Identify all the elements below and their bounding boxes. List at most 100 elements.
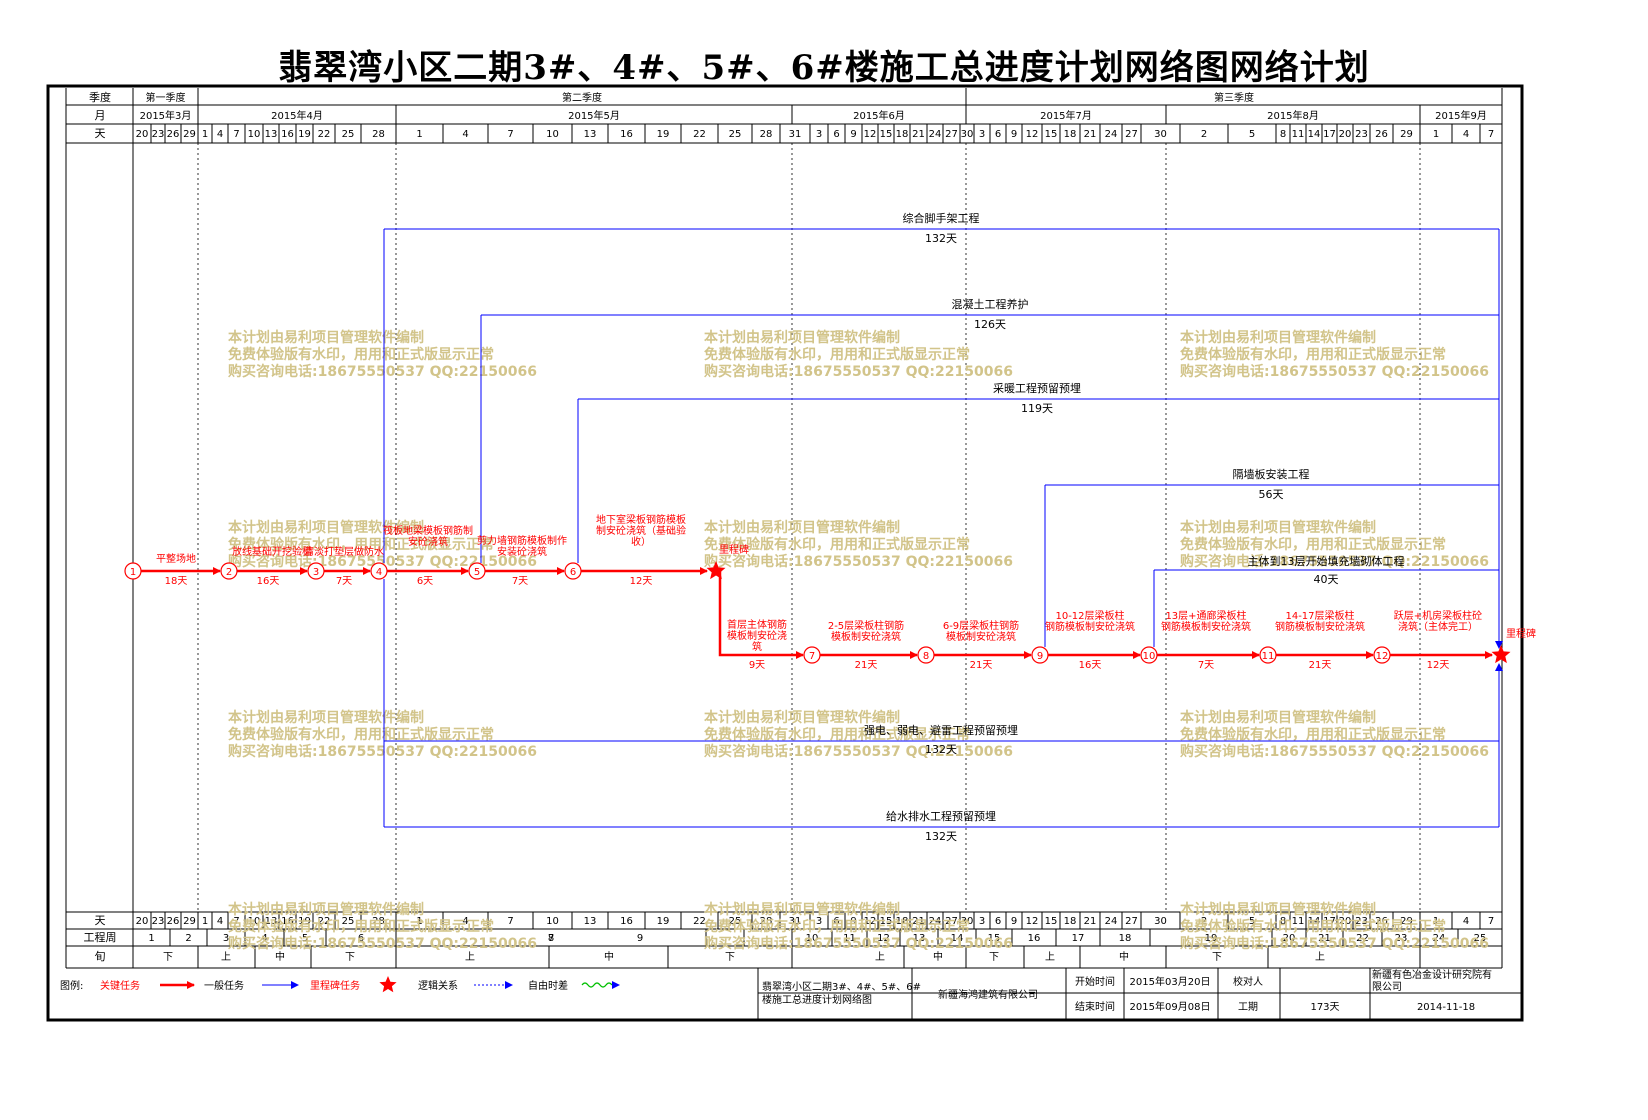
day-label: 22 [318,129,331,140]
watermark-text: 本计划由易利项目管理软件编制 [228,329,424,346]
day-label: 10 [248,916,261,927]
day-label: 21 [912,916,925,927]
week-label: 4 [261,933,267,944]
task-duration: 21天 [855,660,878,671]
info-label: 工期 [1238,1001,1258,1013]
day-label: 3 [816,916,822,927]
day-label: 12 [864,916,877,927]
task-duration: 12天 [630,576,653,587]
watermark-text: 本计划由易利项目管理软件编制 [228,901,424,918]
month-label: 2015年4月 [271,109,323,122]
task-duration: 16天 [257,576,280,587]
week-label: 8 [548,933,554,944]
week-label: 21 [1318,933,1331,944]
day-label: 5 [1249,129,1255,140]
info-label: 校对人 [1233,975,1263,988]
day-label: 4 [462,129,468,140]
outer-frame [46,84,1524,1022]
week-label: 25 [1474,933,1487,944]
day-label: 16 [281,916,294,927]
milestone-label: 里程碑 [719,543,749,556]
milestone-label: 里程碑 [1506,627,1536,640]
week-label: 24 [1433,933,1446,944]
day-label: 5 [1249,916,1255,927]
xun-label: 上 [1045,951,1055,963]
legend-float-line [581,982,613,988]
day-label: 28 [760,129,773,140]
day-label: 2 [1201,916,1207,927]
watermark-text: 购买咨询电话:18675550537 QQ:22150066 [704,553,1013,570]
info-date: 2014-11-18 [1417,1002,1475,1013]
xun-label: 中 [604,950,614,963]
info-label: 结束时间 [1075,1000,1115,1013]
day-label: 27 [1125,916,1138,927]
task-name: 安装砼浇筑 [497,545,547,558]
day-label: 6 [995,129,1001,140]
week-label: 23 [1395,933,1408,944]
day-label: 23 [152,916,165,927]
week-label: 14 [951,933,964,944]
legend-item: 里程碑任务 [310,979,360,992]
node-number: 9 [1037,651,1043,662]
day-label: 1 [1433,916,1439,927]
task-name: 跃层+机房梁板柱砼 [1394,609,1482,622]
day-label: 4 [217,916,223,927]
day-label: 9 [850,129,856,140]
task-name: 钢筋模板制安砼浇筑 [1275,620,1365,633]
task-name: 放线基础开挖验槽 [232,545,312,558]
info-value: 2015年03月20日 [1130,975,1211,988]
day-label: 3 [979,129,985,140]
info-project: 楼施工总进度计划网络图 [762,993,872,1006]
event-node [1373,646,1391,664]
task-duration: 7天 [336,576,352,587]
watermark-text: 免费体验版有水印，用用和正式版显示正常 [228,918,494,935]
day-label: 24 [929,129,942,140]
xun-label: 中 [275,950,285,963]
month-label: 2015年6月 [853,109,905,122]
day-label: 9 [1011,129,1017,140]
node-number: 5 [474,567,480,578]
day-label: 4 [217,129,223,140]
day-label: 20 [1339,129,1352,140]
legend-item: 一般任务 [204,979,244,992]
node-number: 10 [1143,651,1156,662]
node-number: 11 [1262,651,1275,662]
task-name: 强电、弱电、避雷工程预留预埋 [864,723,1018,737]
watermark-text: 购买咨询电话:18675550537 QQ:22150066 [704,935,1013,952]
xun-label: 上 [465,951,475,963]
task-name: 模板制安砼浇筑 [831,630,901,643]
day-label: 9 [1011,916,1017,927]
day-label: 26 [1375,916,1388,927]
day-label: 13 [265,916,278,927]
info-institute: 限公司 [1372,981,1402,993]
task-name: 隔墙板安装工程 [1233,467,1310,481]
task-duration: 6天 [417,576,433,587]
milestone-star [706,561,726,580]
day-label: 27 [945,916,958,927]
watermark-text: 本计划由易利项目管理软件编制 [1180,519,1376,536]
day-label: 7 [233,916,239,927]
day-label: 27 [945,129,958,140]
week-label: 17 [1072,933,1085,944]
info-value: 173天 [1310,1002,1339,1013]
day-label: 18 [896,129,909,140]
week-label: 1 [148,933,154,944]
day-label: 11 [1292,129,1305,140]
day-label: 10 [546,129,559,140]
node-number: 6 [570,567,576,578]
day-label: 19 [657,916,670,927]
day-label: 8 [1280,129,1286,140]
day-label: 1 [202,916,208,927]
task-name: 清淡打垫层做防水 [304,545,384,558]
day-label: 28 [372,916,385,927]
day-label: 18 [1064,129,1077,140]
day-label: 30 [961,916,974,927]
week-label: 13 [913,933,926,944]
month-label: 2015年8月 [1267,109,1319,122]
node-number: 7 [809,651,815,662]
day-label: 7 [1488,129,1494,140]
task-name: 13层+通廊梁板柱 [1165,609,1246,622]
task-name: 地下室梁板钢筋模板 [596,513,686,526]
info-institute: 新疆有色冶金设计研究院有 [1372,968,1492,981]
quarter-label: 第二季度 [562,91,602,104]
